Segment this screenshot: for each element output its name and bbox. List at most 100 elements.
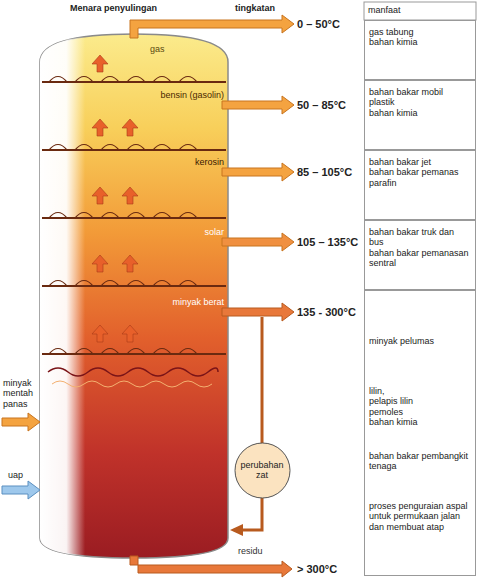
vapour-arrow — [92, 255, 108, 272]
use-text: lilin, — [369, 386, 471, 396]
fraction-label: minyak mentah panas — [3, 378, 39, 409]
use-text: minyak pelumas — [369, 336, 471, 346]
bubble-cap — [179, 213, 197, 219]
trays — [42, 55, 226, 354]
fraction-label: kerosin — [195, 157, 224, 167]
fraction-label: gas — [150, 44, 165, 54]
bubble-cap — [101, 349, 119, 355]
bubble-cap — [153, 213, 171, 219]
bubble-cap — [153, 349, 171, 355]
use-text: bahan bakar jet — [369, 157, 471, 167]
bubble-cap — [127, 145, 145, 151]
use-text: bahan bakar pemanas — [369, 167, 471, 177]
bubble-cap — [101, 281, 119, 287]
temperature-range: 135 - 300°C — [297, 306, 356, 319]
use-text: bahan bakar pembangkit tenaga — [369, 451, 471, 472]
bubble-cap — [127, 77, 145, 83]
use-text: bahan kimia — [369, 37, 471, 47]
tray — [42, 353, 226, 355]
temperature-range: 105 – 135°C — [297, 236, 358, 249]
column-heading: tingkatan — [235, 3, 275, 13]
bubble-cap — [49, 213, 67, 219]
fraction-label: solar — [204, 227, 224, 237]
bubble-cap — [49, 77, 67, 83]
table-cell: bahan bakar truk dan busbahan bakar pema… — [364, 220, 476, 290]
recycle-arrowhead — [230, 524, 243, 536]
bubble-cap — [153, 281, 171, 287]
vapour-arrow — [122, 255, 138, 272]
bubble-cap — [127, 349, 145, 355]
steam-arrow — [2, 481, 40, 499]
vapour-arrow — [122, 325, 138, 342]
bubble-cap — [101, 145, 119, 151]
bubble-cap — [49, 281, 67, 287]
bubble-cap — [127, 281, 145, 287]
use-text: bahan bakar mobil — [369, 87, 471, 97]
bubble-cap — [153, 145, 171, 151]
temperature-range: 0 – 50°C — [297, 18, 340, 31]
tray — [42, 217, 226, 219]
feed-arrow — [2, 413, 40, 431]
bubble-cap — [75, 213, 93, 219]
use-text: plastik — [369, 97, 471, 107]
vapour-arrow — [92, 119, 108, 136]
column-heading: manfaat — [368, 5, 401, 15]
product-arrow — [130, 15, 294, 38]
fraction-label: minyak berat — [172, 297, 224, 307]
temperature-range: 85 – 105°C — [297, 166, 352, 179]
boiling-surface — [52, 381, 212, 387]
vapour-arrow — [92, 187, 108, 204]
vapour-arrow — [122, 119, 138, 136]
table-header-cell — [364, 2, 476, 20]
temperature-range: > 300°C — [297, 563, 337, 576]
bubble-cap — [127, 213, 145, 219]
use-text: parafin — [369, 178, 471, 188]
use-text: bahan bakar truk dan bus — [369, 227, 471, 248]
product-arrow — [222, 163, 294, 181]
tower-shading — [40, 34, 228, 558]
product-arrow — [222, 96, 294, 114]
use-text: pemoles — [369, 407, 471, 417]
use-text: pelapis lilin — [369, 396, 471, 406]
use-text: bahan bakar pemanasan sentral — [369, 248, 471, 269]
process-label: perubahan zat — [240, 460, 284, 481]
vapour-arrow — [92, 325, 108, 342]
residue-pipe — [130, 556, 292, 577]
tray — [42, 149, 226, 151]
tray — [42, 81, 226, 83]
recycle-line — [261, 317, 264, 443]
fraction-label: bensin (gasolin) — [160, 90, 224, 100]
product-arrow — [222, 303, 294, 321]
bubble-cap — [75, 145, 93, 151]
boiling-surface — [48, 368, 218, 376]
use-text: proses penguraian aspal untuk permukaan … — [369, 501, 471, 532]
process-circle: perubahan zat — [234, 442, 291, 499]
bubble-cap — [49, 349, 67, 355]
fraction-label: uap — [8, 470, 23, 480]
circle-outline — [235, 443, 290, 498]
table-cell: bahan bakar jetbahan bakar pemanasparafi… — [364, 150, 476, 220]
bubble-cap — [101, 77, 119, 83]
table-cell: bahan bakar mobilplastikbahan kimia — [364, 80, 476, 150]
fraction-label: residu — [238, 546, 263, 556]
bubble-cap — [101, 213, 119, 219]
table-cell: minyak pelumas lilin,pelapis lilinpemoles… — [364, 290, 476, 576]
vapour-arrow — [122, 187, 138, 204]
use-text: bahan kimia — [369, 108, 471, 118]
table-cell: gas tabungbahan kimia — [364, 20, 476, 80]
product-arrow — [222, 233, 294, 251]
bubble-cap — [179, 77, 197, 83]
use-text: bahan kimia — [369, 417, 471, 427]
column-heading: Menara penyulingan — [70, 3, 157, 13]
bubble-cap — [179, 145, 197, 151]
bubble-cap — [75, 77, 93, 83]
tray — [42, 285, 226, 287]
bubble-cap — [75, 281, 93, 287]
use-text: gas tabung — [369, 27, 471, 37]
bubble-cap — [179, 349, 197, 355]
bubble-cap — [75, 349, 93, 355]
bubble-cap — [179, 281, 197, 287]
bubble-cap — [49, 145, 67, 151]
bubble-cap — [153, 77, 171, 83]
